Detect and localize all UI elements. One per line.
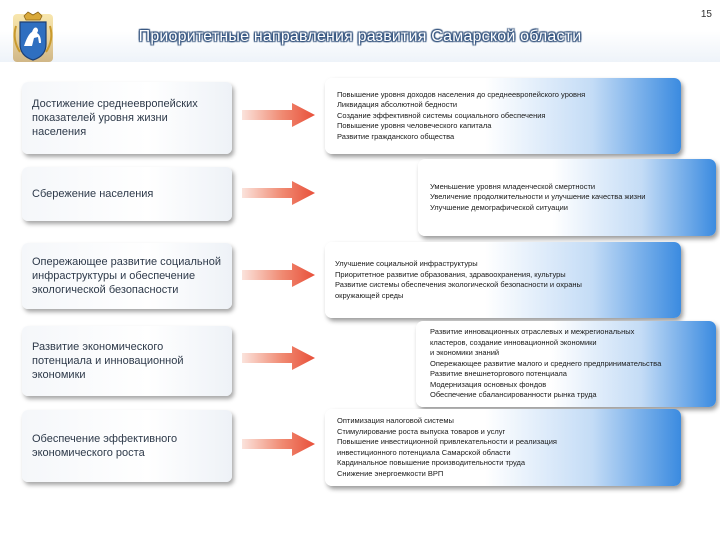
goal-item: Улучшение демографической ситуации	[430, 202, 568, 212]
goal-item: Оптимизация налоговой системы	[337, 416, 454, 425]
goal-item: Уменьшение уровня младенческой смертност…	[430, 181, 596, 191]
goal-item: Повышение уровня человеческого капитала	[337, 121, 492, 131]
goal-item: Улучшение социальной инфраструктуры	[335, 259, 478, 268]
direction-label: Развитие экономического потенциала и инн…	[32, 341, 184, 381]
goal-item: Приоритетное развитие образования, здрав…	[335, 269, 566, 279]
goal-box: Оптимизация налоговой системы Стимулиров…	[325, 409, 681, 486]
goal-item: и экономики знаний	[430, 348, 500, 358]
coat-of-arms-icon	[13, 11, 53, 62]
arrow-right-icon	[242, 181, 315, 205]
goal-item: Развитие инновационных отраслевых и межр…	[430, 327, 635, 337]
page-number: 15	[700, 9, 712, 20]
goal-item: Развитие внешнеторгового потенциала	[430, 369, 567, 379]
goal-item: Стимулирование роста выпуска товаров и у…	[337, 426, 506, 436]
direction-label: Обеспечение эффективного экономического …	[32, 433, 178, 459]
arrow-right-icon	[242, 263, 315, 287]
goal-item: Развитие системы обеспечения экологическ…	[335, 280, 582, 289]
goal-item: Повышение уровня доходов населения до ср…	[337, 89, 586, 99]
page-title: Приоритетные направления развития Самарс…	[138, 28, 582, 45]
arrow-right-icon	[242, 432, 315, 456]
direction-label: Достижение среднеевропейских показателей…	[32, 98, 198, 138]
goal-item: Модернизация основных фондов	[430, 379, 547, 389]
goal-item: Обеспечение сбалансированности рынка тру…	[430, 390, 597, 400]
goal-item: Увеличение продолжительности и улучшение…	[430, 192, 646, 202]
goal-item: окружающей среды	[335, 290, 404, 300]
goal-item: Кардинальное повышение производительност…	[337, 458, 526, 467]
goal-box: Повышение уровня доходов населения до ср…	[325, 78, 681, 154]
goal-item: Ликвидация абсолютной бедности	[337, 100, 458, 110]
goal-item: Развитие гражданского общества	[337, 131, 455, 141]
goal-item: Снижение энергоемкости ВРП	[337, 468, 444, 478]
direction-label: Сбережение населения	[32, 188, 154, 200]
goal-box: Улучшение социальной инфраструктуры Прио…	[325, 242, 681, 318]
goal-item: Опережающее развитие малого и среднего п…	[430, 358, 662, 368]
goal-item: инвестиционного потенциала Самарской обл…	[337, 447, 511, 457]
arrow-right-icon	[242, 346, 315, 370]
direction-label: Опережающее развитие социальной инфрастр…	[32, 256, 221, 296]
goal-item: Повышение инвестиционной привлекательнос…	[337, 437, 557, 446]
arrow-right-icon	[242, 103, 315, 127]
direction-card: Сбережение населения	[22, 167, 232, 221]
goal-item: кластеров, создание инновационной эконом…	[430, 337, 597, 347]
direction-card: Опережающее развитие социальной инфрастр…	[22, 243, 232, 309]
direction-card: Обеспечение эффективного экономического …	[22, 410, 232, 482]
direction-card: Развитие экономического потенциала и инн…	[22, 326, 232, 396]
header-band	[0, 0, 720, 62]
goal-item: Создание эффективной системы социального…	[337, 110, 546, 120]
direction-card: Достижение среднеевропейских показателей…	[22, 82, 232, 154]
goal-box: Уменьшение уровня младенческой смертност…	[418, 159, 716, 236]
goal-box: Развитие инновационных отраслевых и межр…	[416, 321, 716, 407]
